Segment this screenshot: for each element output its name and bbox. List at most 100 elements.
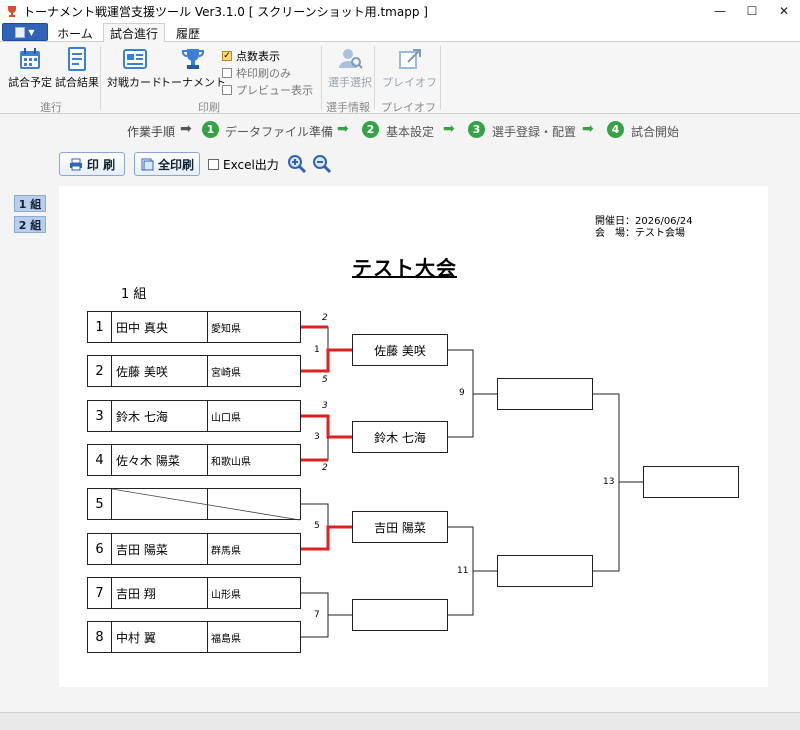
semifinal-slot[interactable] bbox=[497, 378, 593, 410]
event-venue: 会 場：テスト会場 bbox=[595, 228, 685, 239]
match-number: 3 bbox=[314, 432, 320, 442]
entry-name: 佐々木 陽菜 bbox=[113, 445, 208, 475]
checkbox-unchecked-icon bbox=[222, 68, 232, 78]
frame-only-checkbox[interactable]: 枠印刷のみ bbox=[222, 65, 291, 81]
match-number: 13 bbox=[603, 477, 615, 487]
match-card-label: 対戦カード bbox=[107, 76, 162, 89]
entry-number: 1 bbox=[88, 312, 112, 342]
zoom-out-icon[interactable] bbox=[312, 154, 332, 174]
round2-slot[interactable]: 鈴木 七海 bbox=[352, 421, 448, 453]
ribbon-tab-row: ▼ ホーム 試合進行 履歴 bbox=[0, 22, 800, 43]
entry-name bbox=[113, 489, 208, 519]
print-label: 印 刷 bbox=[86, 157, 116, 172]
round2-slot[interactable]: 吉田 陽菜 bbox=[352, 511, 448, 543]
entry-number: 4 bbox=[88, 445, 112, 475]
checkbox-unchecked-icon bbox=[208, 159, 219, 170]
entry-name: 吉田 翔 bbox=[113, 578, 208, 608]
tournament-label: トーナメント bbox=[160, 76, 226, 89]
entry-row[interactable]: 2 佐藤 美咲 宮崎県 bbox=[87, 355, 301, 387]
entry-row[interactable]: 4 佐々木 陽菜 和歌山県 bbox=[87, 444, 301, 476]
group-2-button[interactable]: 2 組 bbox=[14, 216, 46, 233]
entry-name: 佐藤 美咲 bbox=[113, 356, 208, 386]
preview-label: プレビュー表示 bbox=[236, 84, 313, 97]
entry-number: 2 bbox=[88, 356, 112, 386]
print-toolbar: 印 刷 全印刷 Excel出力 bbox=[0, 150, 800, 178]
score-label: 3 bbox=[322, 401, 328, 411]
entry-row-bye[interactable]: 5 bbox=[87, 488, 301, 520]
excel-output-checkbox[interactable]: Excel出力 bbox=[208, 156, 279, 173]
card-icon bbox=[122, 49, 147, 69]
arrow-right-icon: ➡ bbox=[337, 121, 349, 137]
zoom-in-icon[interactable] bbox=[287, 154, 307, 174]
entry-name: 中村 翼 bbox=[113, 622, 208, 652]
user-search-icon bbox=[339, 49, 363, 69]
printer-icon bbox=[69, 158, 82, 170]
group-label-print: 印刷 bbox=[198, 101, 220, 114]
score-label: 5 bbox=[322, 375, 328, 385]
minimize-button[interactable]: — bbox=[714, 4, 726, 18]
file-menu-button[interactable]: ▼ bbox=[2, 23, 48, 41]
trophy-app-icon bbox=[8, 6, 16, 17]
round2-slot[interactable] bbox=[352, 599, 448, 631]
group-title: 1 組 bbox=[121, 287, 147, 302]
entry-row[interactable]: 3 鈴木 七海 山口県 bbox=[87, 400, 301, 432]
entry-prefecture: 和歌山県 bbox=[211, 456, 251, 468]
group-separator bbox=[321, 46, 322, 110]
tournament-button[interactable]: トーナメント bbox=[160, 46, 226, 90]
print-button[interactable]: 印 刷 bbox=[59, 152, 125, 176]
round2-slot[interactable]: 佐藤 美咲 bbox=[352, 334, 448, 366]
step-2-text[interactable]: 基本設定 bbox=[386, 125, 435, 139]
schedule-button[interactable]: 試合予定 bbox=[8, 46, 52, 90]
player-select-button[interactable]: 選手選択 bbox=[328, 46, 372, 90]
step-1-text[interactable]: データファイル準備 bbox=[225, 125, 334, 139]
schedule-label: 試合予定 bbox=[8, 76, 52, 89]
match-number: 5 bbox=[314, 521, 320, 531]
tab-history[interactable]: 履歴 bbox=[175, 26, 200, 41]
results-button[interactable]: 試合結果 bbox=[55, 46, 99, 90]
maximize-button[interactable]: ☐ bbox=[746, 4, 758, 18]
step-4-text[interactable]: 試合開始 bbox=[631, 125, 680, 139]
step-3-text[interactable]: 選手登録・配置 bbox=[492, 125, 577, 139]
playoff-button[interactable]: プレイオフ bbox=[382, 46, 437, 90]
score-label: 2 bbox=[322, 463, 328, 473]
score-display-checkbox[interactable]: ✓ 点数表示 bbox=[222, 48, 280, 64]
window-title: トーナメント戦運営支援ツール Ver3.1.0 [ スクリーンショット用.tma… bbox=[23, 4, 428, 19]
group-1-button[interactable]: 1 組 bbox=[14, 195, 46, 212]
final-slot[interactable] bbox=[643, 466, 739, 498]
entry-prefecture: 山形県 bbox=[211, 589, 241, 601]
match-card-button[interactable]: 対戦カード bbox=[107, 46, 162, 90]
export-arrow-icon bbox=[398, 49, 421, 69]
entry-number: 8 bbox=[88, 622, 112, 652]
entry-prefecture: 群馬県 bbox=[211, 545, 241, 557]
entry-row[interactable]: 8 中村 翼 福島県 bbox=[87, 621, 301, 653]
print-all-label: 全印刷 bbox=[157, 157, 194, 172]
entry-name: 田中 真央 bbox=[113, 312, 208, 342]
player-select-label: 選手選択 bbox=[328, 76, 372, 89]
semifinal-slot[interactable] bbox=[497, 555, 593, 587]
tab-match-progress[interactable]: 試合進行 bbox=[103, 23, 165, 43]
checkbox-checked-icon: ✓ bbox=[222, 50, 232, 61]
checkbox-unchecked-icon bbox=[222, 85, 232, 95]
match-number: 9 bbox=[459, 388, 465, 398]
entry-number: 3 bbox=[88, 401, 112, 431]
close-button[interactable]: ✕ bbox=[778, 4, 790, 18]
arrow-right-icon: ➡ bbox=[582, 121, 594, 137]
match-number: 11 bbox=[457, 566, 469, 576]
entry-row[interactable]: 7 吉田 翔 山形県 bbox=[87, 577, 301, 609]
match-number: 7 bbox=[314, 610, 320, 620]
preview-checkbox[interactable]: プレビュー表示 bbox=[222, 82, 313, 98]
group-separator bbox=[440, 46, 441, 110]
print-all-button[interactable]: 全印刷 bbox=[134, 152, 200, 176]
tournament-title: テスト大会 bbox=[352, 256, 457, 280]
entry-row[interactable]: 6 吉田 陽菜 群馬県 bbox=[87, 533, 301, 565]
entry-prefecture bbox=[209, 489, 300, 519]
document-icon bbox=[15, 26, 26, 38]
status-bar bbox=[0, 712, 800, 730]
score-label: 2 bbox=[322, 313, 328, 323]
tab-home[interactable]: ホーム bbox=[57, 26, 93, 41]
step-1-number: 1 bbox=[202, 121, 219, 138]
entry-row[interactable]: 1 田中 真央 愛知県 bbox=[87, 311, 301, 343]
step-3-number: 3 bbox=[468, 121, 485, 138]
calendar-icon bbox=[20, 48, 40, 69]
entry-prefecture: 福島県 bbox=[211, 633, 241, 645]
